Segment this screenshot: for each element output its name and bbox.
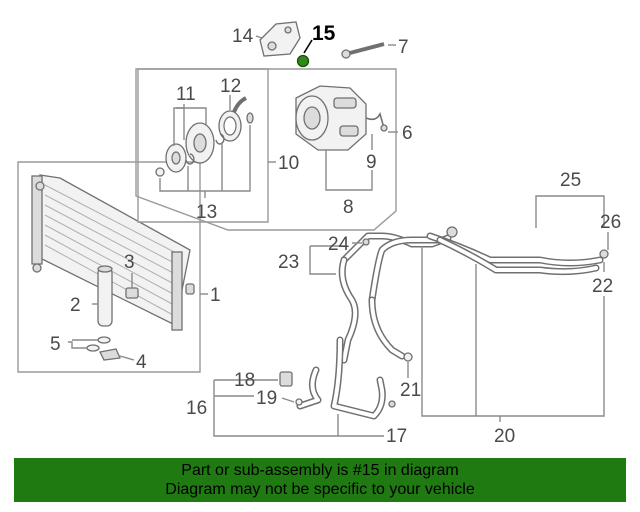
- callout-19: 19: [256, 388, 277, 409]
- callout-21: 21: [400, 380, 421, 401]
- callout-3: 3: [124, 252, 135, 273]
- callout-24: 24: [328, 234, 350, 255]
- callout-4: 4: [136, 352, 147, 373]
- callout-18: 18: [234, 370, 255, 391]
- service-valve[interactable]: [279, 371, 303, 406]
- shim[interactable]: [155, 167, 165, 177]
- discharge-line[interactable]: [368, 236, 446, 360]
- callout-22: 22: [592, 276, 613, 297]
- compressor[interactable]: [295, 85, 367, 151]
- coil-wire[interactable]: [232, 96, 254, 124]
- banner-line-disclaimer: Diagram may not be specific to your vehi…: [165, 481, 475, 498]
- callout-7: 7: [398, 37, 409, 58]
- line-fitting[interactable]: [362, 226, 609, 408]
- compressor-bracket[interactable]: [259, 21, 301, 57]
- drier-bracket[interactable]: [99, 348, 121, 361]
- condenser-group: 1 2 3 4 5: [17, 161, 221, 373]
- callout-15: 15: [312, 22, 336, 45]
- callout-11: 11: [176, 84, 196, 105]
- receiver-drier[interactable]: [97, 265, 113, 327]
- info-banner: Part or sub-assembly is #15 in diagram D…: [14, 458, 626, 502]
- bracket-nut-part-15[interactable]: [296, 54, 310, 68]
- callout-26: 26: [600, 212, 621, 233]
- pressure-switch[interactable]: [365, 111, 388, 132]
- condenser-mount[interactable]: [185, 283, 195, 295]
- drier-plug[interactable]: [125, 287, 139, 299]
- pressure-line[interactable]: [296, 336, 386, 420]
- o-ring[interactable]: [86, 336, 111, 352]
- callout-2: 2: [70, 295, 81, 316]
- ac-parts-diagram: 1 2 3 4 5: [17, 21, 621, 447]
- banner-line-part: Part or sub-assembly is #15 in diagram: [181, 462, 459, 479]
- callout-10: 10: [278, 153, 299, 174]
- callout-25: 25: [560, 170, 581, 191]
- callout-13: 13: [196, 202, 217, 223]
- callout-20: 20: [494, 426, 515, 447]
- callout-8: 8: [343, 197, 354, 218]
- liquid-line[interactable]: [426, 232, 604, 276]
- condenser[interactable]: [31, 174, 191, 331]
- snap-ring[interactable]: [185, 133, 225, 165]
- suction-hose[interactable]: [338, 232, 452, 364]
- callout-16: 16: [186, 398, 207, 419]
- callout-14: 14: [232, 26, 254, 47]
- clutch-pulley[interactable]: [185, 122, 215, 164]
- callout-17: 17: [386, 426, 407, 447]
- callout-5: 5: [50, 334, 61, 355]
- bracket-bolt[interactable]: [341, 42, 385, 59]
- compressor-group: 11 12 13 10 8 9 6: [135, 68, 413, 231]
- callout-1: 1: [210, 285, 221, 306]
- clutch-hub[interactable]: [165, 143, 187, 173]
- callout-12: 12: [220, 76, 241, 97]
- field-coil[interactable]: [218, 110, 242, 142]
- callout-6: 6: [402, 123, 413, 144]
- callout-23: 23: [278, 252, 299, 273]
- callout-9: 9: [366, 152, 377, 173]
